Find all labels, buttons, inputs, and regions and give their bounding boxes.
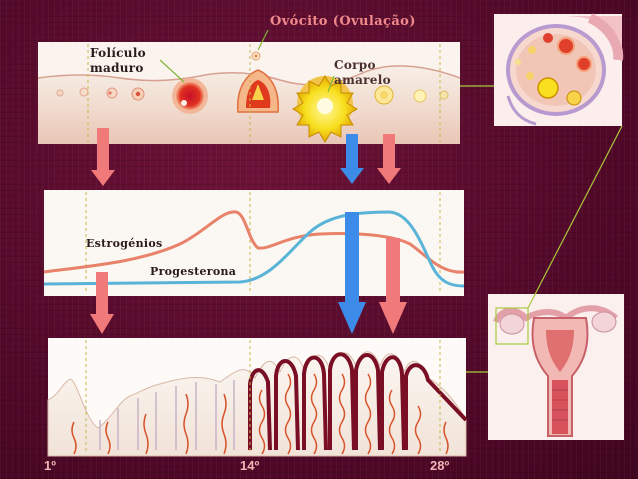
day-label-end: 28º (430, 458, 450, 473)
endometrium-panel (47, 338, 468, 457)
progesterona-label: Progesterona (150, 265, 237, 278)
arrow-ovary-to-hormone-pink (377, 134, 401, 184)
progesterone-curve (43, 210, 465, 288)
day-label-start: 1º (44, 458, 56, 473)
arrow-ovary-to-hormone-left (91, 128, 115, 186)
foliculo-label-line1: Folículo (90, 46, 146, 60)
ovary-closeup (494, 13, 624, 126)
estrogen-curve (43, 210, 465, 274)
arrow-ovary-to-hormone-blue (340, 134, 364, 184)
connector-lines (460, 85, 623, 373)
corpo-amarelo-label-line2: amarelo (334, 73, 391, 87)
arrow-hormone-to-endo-pink (379, 238, 407, 334)
corpo-amarelo-label-line1: Corpo (334, 58, 376, 72)
estrogenios-label: Estrogénios (86, 237, 163, 250)
corpo-amarelo-label: Corpo amarelo (334, 58, 391, 88)
foliculo-label-line2: maduro (90, 61, 144, 75)
ovocito-label: Ovócito (Ovulação) (270, 14, 416, 29)
arrow-hormone-to-endo-blue (338, 212, 366, 334)
arrow-hormone-to-endo-left (90, 272, 114, 334)
foliculo-label: Folículo maduro (90, 46, 146, 76)
day-label-ovulation: 14º (240, 458, 260, 473)
uterus-illustration (488, 294, 624, 440)
ovary-panel (37, 29, 461, 144)
